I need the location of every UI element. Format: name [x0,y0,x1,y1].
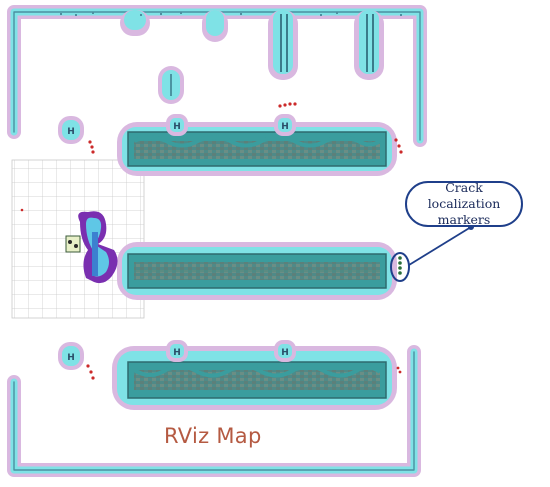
shelf-row-3 [112,346,397,410]
svg-text:H: H [281,122,289,132]
svg-text:H: H [173,348,181,358]
crack-marker-callout: Crack localization markers [405,180,523,227]
crack-markers [20,102,403,380]
shelf-1-posts: H H [166,114,296,136]
shelf-row-1 [117,122,397,176]
shelf-row-2 [117,242,397,300]
callout-text: Crack localization markers [427,180,501,227]
svg-text:H: H [281,348,289,358]
svg-text:H: H [173,122,181,132]
left-posts: H H [58,116,84,370]
top-pillars [120,10,384,104]
svg-text:H: H [67,353,75,363]
highlighted-marker-cluster [390,252,410,282]
shelf-3-posts: H H [166,340,296,362]
svg-text:H: H [67,127,75,137]
map-label: RViz Map [164,424,262,448]
robot-costmap [65,211,118,284]
top-wall-noise [60,12,402,16]
